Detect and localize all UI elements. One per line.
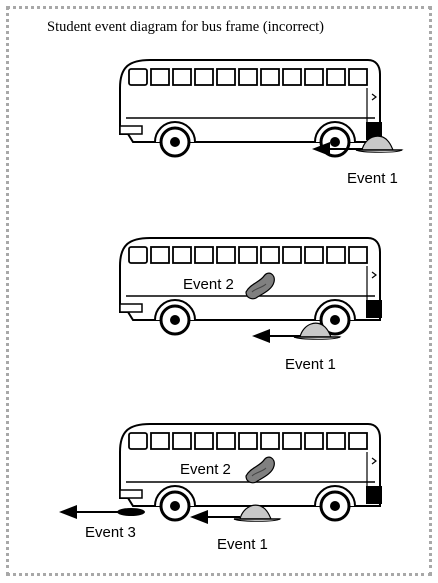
event2-label-3: Event 2 xyxy=(180,461,231,478)
event1-label-3: Event 1 xyxy=(217,536,268,553)
rock-icon xyxy=(234,505,280,521)
event1-arrow-2 xyxy=(252,329,300,343)
panel-3: Event 2 Event 3 Event 1 xyxy=(59,424,382,553)
event1-label-1: Event 1 xyxy=(347,170,398,187)
event3-label: Event 3 xyxy=(85,524,136,541)
panel-1: Event 1 xyxy=(120,60,402,187)
puddle-icon xyxy=(117,508,145,516)
bus-1-icon xyxy=(120,60,382,156)
event1-label-2: Event 1 xyxy=(285,356,336,373)
event3-arrow xyxy=(59,505,118,519)
event1-arrow-3 xyxy=(190,510,240,524)
event2-label-2: Event 2 xyxy=(183,276,234,293)
panel-2: Event 2 Event 1 xyxy=(120,238,382,373)
